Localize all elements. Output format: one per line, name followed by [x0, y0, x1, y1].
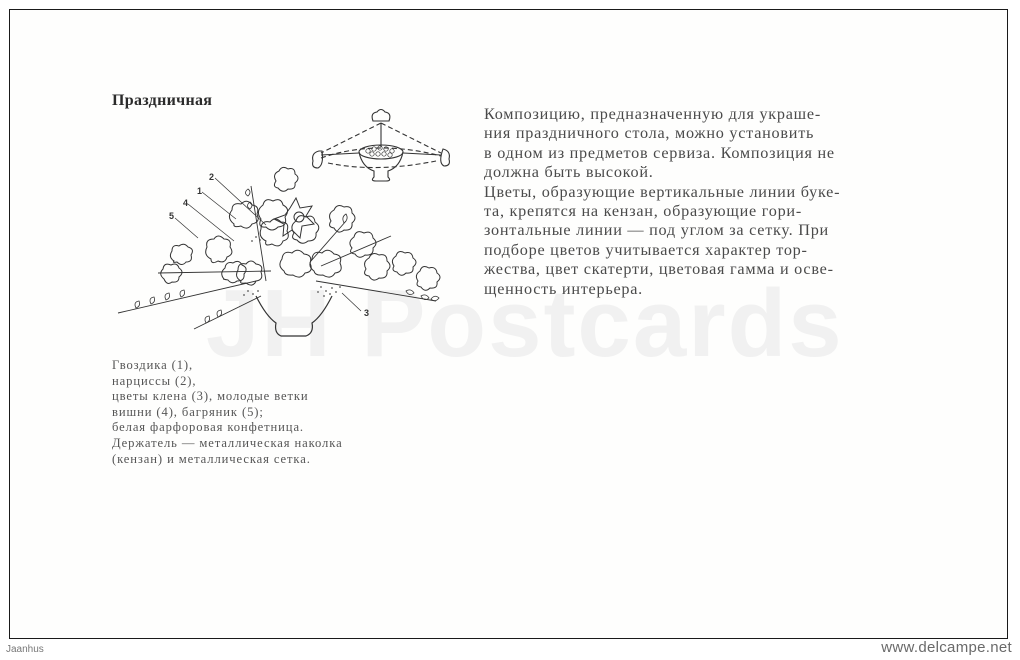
postcard: JH Postcards Праздничная 2 1: [9, 9, 1008, 639]
body-line: подборе цветов учитывается характер тор-: [484, 240, 808, 259]
materials-caption: Гвоздика (1), нарциссы (2), цветы клена …: [112, 358, 343, 467]
caption-line: (кензан) и металлическая сетка.: [112, 451, 311, 466]
svg-text:2: 2: [209, 172, 214, 182]
caption-line: цветы клена (3), молодые ветки: [112, 389, 309, 404]
vase: [255, 295, 333, 337]
svg-text:4: 4: [183, 198, 188, 208]
narcissus: [272, 196, 316, 240]
callouts: 2 1 4 5 3: [169, 172, 369, 318]
svg-text:3: 3: [364, 308, 369, 318]
kenzan-schematic-inset: [312, 108, 450, 182]
body-line: жества, цвет скатерти, цветовая гамма и …: [484, 260, 834, 279]
flower-arrangement-illustration: 2 1 4 5 3: [117, 108, 450, 337]
body-line: Цветы, образующие вертикальные линии бук…: [484, 182, 841, 201]
caption-line: белая фарфоровая конфетница.: [112, 420, 304, 435]
body-line: должна быть высокой.: [484, 163, 654, 182]
svg-text:5: 5: [169, 211, 174, 221]
caption-line: вишни (4), багряник (5);: [112, 404, 264, 419]
caption-line: Держатель — металлическая наколка: [112, 435, 343, 450]
body-line: ния праздничного стола, можно установить: [484, 124, 815, 143]
caption-line: нарциссы (2),: [112, 373, 197, 388]
svg-text:1: 1: [197, 186, 202, 196]
card-title: Праздничная: [112, 92, 213, 109]
body-line: щенность интерьера.: [484, 279, 643, 298]
uploader-credit: Jaanhus: [6, 644, 44, 655]
body-line: в одном из предметов сервиза. Композиция…: [484, 143, 835, 162]
description-text: Композицию, предназначенную для украше- …: [484, 105, 954, 299]
site-watermark-link[interactable]: www.delcampe.net: [881, 639, 1012, 656]
body-line: та, крепятся на кензан, образующие гори-: [484, 202, 802, 221]
caption-line: Гвоздика (1),: [112, 358, 194, 372]
body-line: Композицию, предназначенную для украше-: [484, 105, 821, 123]
carnation-blooms: [160, 166, 441, 291]
body-line: зонтальные линии — под углом за сетку. П…: [484, 221, 829, 240]
